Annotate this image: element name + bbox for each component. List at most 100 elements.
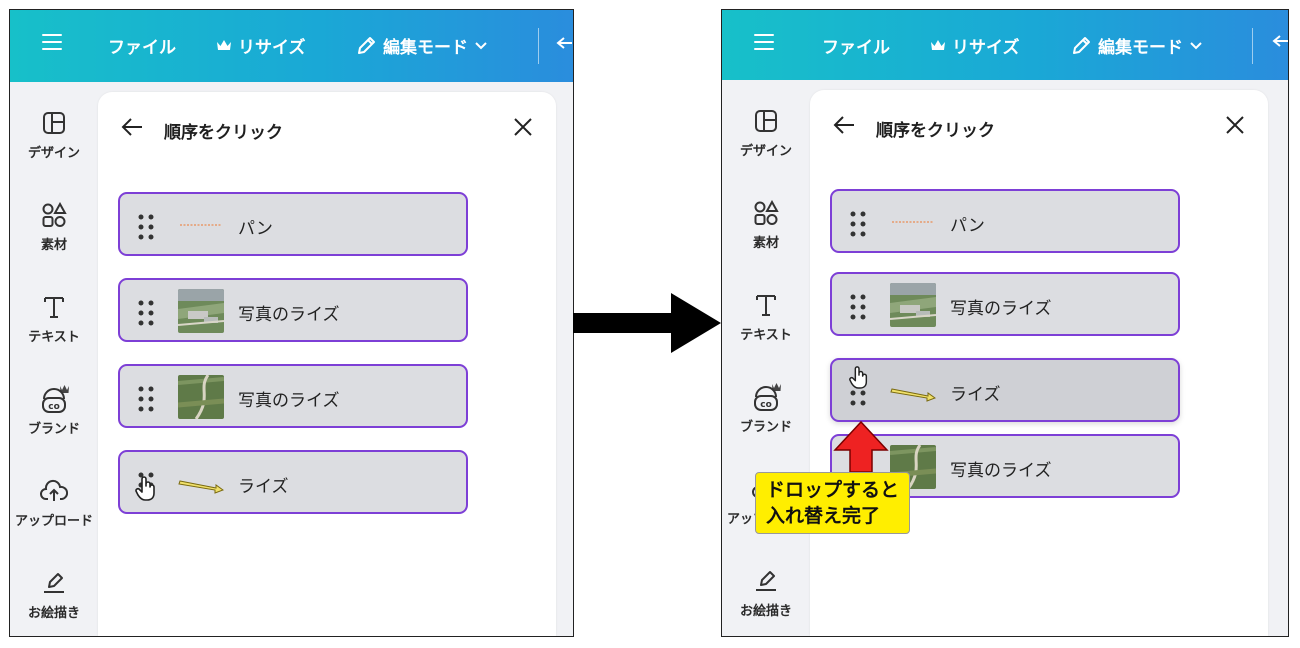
layer-item[interactable]: パン	[830, 189, 1180, 253]
menu-icon[interactable]	[42, 34, 62, 50]
layer-item[interactable]: 写真のライズ	[830, 434, 1180, 498]
layout-icon	[43, 112, 65, 134]
layer-item[interactable]: 写真のライズ	[118, 278, 468, 342]
sidebar-label: テキスト	[740, 328, 792, 343]
undo-icon[interactable]	[556, 34, 572, 52]
toolbar-separator	[538, 28, 539, 64]
text-icon	[44, 297, 64, 318]
brand-icon: co	[42, 385, 69, 413]
top-toolbar: ファイル リサイズ 編集モード	[722, 10, 1288, 80]
toolbar-separator	[1252, 28, 1253, 64]
edit-mode-label: 編集モード	[383, 38, 468, 58]
layer-thumbnail	[178, 375, 224, 419]
layout-icon	[755, 110, 777, 132]
resize-label: リサイズ	[238, 38, 306, 58]
layer-thumbnail	[180, 224, 222, 226]
sidebar-label: デザイン	[739, 144, 792, 159]
sidebar-item-draw[interactable]: お絵描き	[722, 566, 810, 619]
layer-item[interactable]: ライズ	[118, 450, 468, 514]
drag-handle-icon[interactable]	[850, 294, 866, 320]
layer-item[interactable]: 写真のライズ	[830, 272, 1180, 336]
pencil-icon	[1073, 36, 1090, 54]
callout-line-2: 入れ替え完了	[766, 505, 881, 527]
chevron-down-icon	[1190, 41, 1202, 49]
before-screenshot: ファイル リサイズ 編集モード デザイン 素材 テキスト co ブランド	[9, 9, 574, 637]
layer-label: パン	[238, 219, 273, 239]
layer-thumbnail	[890, 283, 936, 327]
shapes-icon	[754, 200, 779, 225]
resize-button[interactable]: リサイズ	[216, 33, 306, 58]
sidebar-item-brand[interactable]: co ブランド	[10, 384, 98, 437]
after-screenshot: ファイル リサイズ 編集モード デザイン 素材 テキスト co ブランド	[721, 9, 1289, 637]
layer-thumbnail	[178, 480, 224, 494]
layer-label: ライズ	[950, 385, 1001, 405]
sidebar-label: アップロード	[14, 514, 93, 529]
close-icon[interactable]	[1224, 114, 1246, 136]
sidebar-label: お絵描き	[739, 604, 792, 619]
resize-button[interactable]: リサイズ	[930, 33, 1020, 58]
crown-icon	[217, 40, 231, 50]
hand-cursor-icon	[849, 366, 868, 389]
crown-icon	[931, 40, 945, 50]
back-arrow-icon[interactable]	[832, 114, 856, 136]
draw-icon	[756, 571, 776, 591]
hand-cursor-icon	[135, 476, 155, 501]
annotation-callout: ドロップすると 入れ替え完了	[755, 472, 911, 534]
edit-mode-label: 編集モード	[1098, 38, 1183, 58]
drag-handle-icon[interactable]	[850, 211, 866, 237]
drag-handle-icon[interactable]	[850, 390, 866, 406]
position-panel: 順序をクリック パン 写真のライズ ライズ 写真のライズ	[810, 90, 1268, 636]
layer-label: 写真のライズ	[950, 299, 1052, 319]
file-menu-button[interactable]: ファイル	[108, 33, 176, 58]
drag-handle-icon[interactable]	[138, 386, 154, 412]
panel-title: 順序をクリック	[164, 123, 283, 143]
shapes-icon	[42, 202, 67, 227]
edit-mode-button[interactable]: 編集モード	[1070, 33, 1203, 58]
sidebar-label: 素材	[752, 236, 779, 251]
layer-label: ライズ	[238, 477, 289, 497]
red-up-arrow-icon	[833, 420, 889, 473]
sidebar-item-elements[interactable]: 素材	[722, 198, 810, 251]
file-menu-button[interactable]: ファイル	[822, 33, 890, 58]
drag-handle-icon[interactable]	[138, 300, 154, 326]
edit-mode-button[interactable]: 編集モード	[355, 33, 488, 58]
layer-item-dragged[interactable]: ライズ	[830, 358, 1180, 422]
layer-label: 写真のライズ	[238, 305, 340, 325]
sidebar-item-elements[interactable]: 素材	[10, 200, 98, 253]
layer-label: 写真のライズ	[950, 461, 1052, 481]
back-arrow-icon[interactable]	[120, 116, 144, 138]
sidebar-item-uploads[interactable]: アップロード	[10, 476, 98, 529]
sidebar-item-design[interactable]: デザイン	[10, 108, 98, 161]
file-menu-label: ファイル	[822, 38, 890, 58]
callout-line-1: ドロップすると	[766, 479, 900, 501]
sidebar-item-design[interactable]: デザイン	[722, 106, 810, 159]
brand-icon: co	[754, 383, 781, 411]
sidebar-label: 素材	[40, 238, 67, 253]
layer-label: パン	[950, 216, 985, 236]
sidebar-label: ブランド	[27, 422, 80, 437]
sidebar-item-text[interactable]: テキスト	[722, 290, 810, 343]
layer-thumbnail	[178, 289, 224, 333]
close-icon[interactable]	[512, 116, 534, 138]
layer-thumbnail	[892, 221, 934, 223]
upload-icon	[40, 479, 68, 501]
file-menu-label: ファイル	[108, 38, 176, 58]
sidebar-label: デザイン	[27, 146, 80, 161]
sidebar-label: テキスト	[28, 330, 80, 345]
sidebar-item-text[interactable]: テキスト	[10, 292, 98, 345]
undo-icon[interactable]	[1272, 32, 1288, 50]
sidebar-label: お絵描き	[27, 606, 80, 621]
panel-title: 順序をクリック	[876, 121, 995, 141]
sidebar-item-draw[interactable]: お絵描き	[10, 568, 98, 621]
layer-thumbnail	[890, 388, 936, 402]
sidebar-item-brand[interactable]: co ブランド	[722, 382, 810, 435]
layer-item[interactable]: 写真のライズ	[118, 364, 468, 428]
svg-text:co: co	[48, 402, 60, 412]
layer-label: 写真のライズ	[238, 391, 340, 411]
svg-text:co: co	[760, 400, 772, 410]
sidebar-label: ブランド	[739, 420, 792, 435]
layer-item[interactable]: パン	[118, 192, 468, 256]
transition-arrow-icon	[573, 293, 721, 353]
drag-handle-icon[interactable]	[138, 214, 154, 240]
menu-icon[interactable]	[754, 34, 774, 50]
